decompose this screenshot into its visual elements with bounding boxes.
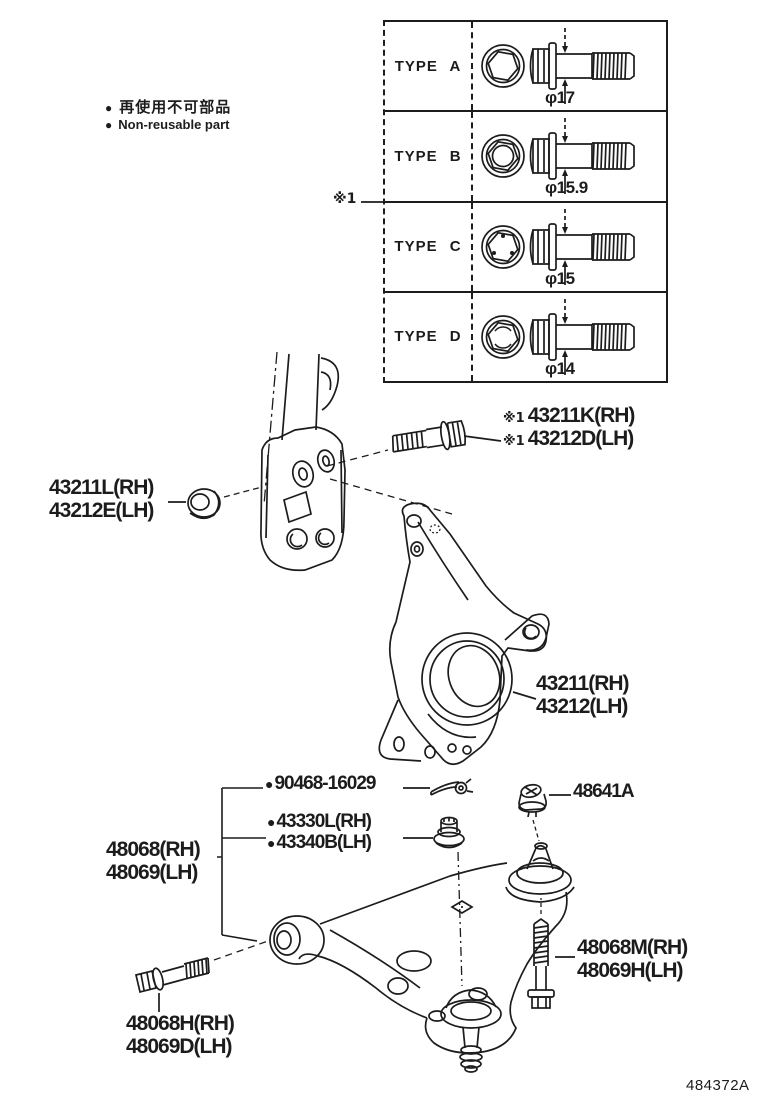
strut-bolt-drawing xyxy=(326,419,502,515)
type-table-row-d: TYPE D φ14 xyxy=(385,292,666,381)
type-b-cell: φ15.9 xyxy=(473,112,666,200)
type-table-row-b: TYPE B φ15.9 xyxy=(385,112,666,203)
legend-en-line: ● Non-reusable part xyxy=(105,117,231,132)
part-number: 43330L(RH) xyxy=(276,811,372,832)
part-number: 43212D(LH) xyxy=(527,427,635,451)
non-reusable-bullet-icon: ● xyxy=(267,834,276,851)
lower-control-arm-drawing xyxy=(269,842,575,1073)
cotter-pin-drawing xyxy=(403,778,474,796)
rear-bolt-drawing xyxy=(527,898,575,1009)
part-number: 43212E(LH) xyxy=(49,499,154,523)
callout-arm-rear-bolt: 48068M(RH) 48069H(LH) xyxy=(577,936,688,983)
bolt-type-c-icon xyxy=(481,207,635,286)
strut-fork-drawing xyxy=(260,351,346,572)
bolt-type-table: TYPE A φ17 TYPE B φ15.9 TYPE C φ15 TYPE … xyxy=(383,20,668,383)
bolt-b-diameter: φ15.9 xyxy=(545,178,588,198)
part-number: 43211(RH) xyxy=(536,672,630,695)
part-number: 48069(LH) xyxy=(106,861,198,885)
type-b-label: TYPE B xyxy=(385,112,473,201)
type-c-cell: φ15 xyxy=(473,203,666,291)
drawing-number: 484372A xyxy=(686,1077,750,1094)
type-table-row-c: TYPE C φ15 xyxy=(385,202,666,293)
castle-nut-drawing xyxy=(403,816,465,987)
non-reusable-bullet-icon: ● xyxy=(105,118,113,132)
table-ref-mark: ※1 xyxy=(333,191,357,207)
legend-jp-text: 再使用不可部品 xyxy=(119,99,232,116)
non-reusable-legend: ● 再使用不可部品 ● Non-reusable part xyxy=(105,96,231,132)
bolt-type-b-icon xyxy=(481,117,635,196)
type-a-label: TYPE A xyxy=(385,22,473,111)
non-reusable-bullet-icon: ● xyxy=(105,101,114,115)
part-number: 90468-16029 xyxy=(274,773,376,794)
legend-en-text: Non-reusable part xyxy=(118,117,230,132)
type-d-cell: φ14 xyxy=(473,293,666,381)
part-number: 43211K(RH) xyxy=(527,404,636,427)
front-bolt-drawing xyxy=(134,940,269,1012)
callout-cotter-pin: ●90468-16029 xyxy=(265,773,376,795)
knuckle-nut-drawing xyxy=(168,486,263,520)
lower-arm-callout-bracket xyxy=(217,787,266,942)
callout-lower-control-arm: 48068(RH) 48069(LH) xyxy=(106,838,201,885)
part-number: 43212(LH) xyxy=(536,695,628,719)
camber-bolt-drawing xyxy=(518,783,571,842)
type-a-cell: φ17 xyxy=(473,22,666,110)
type-d-label: TYPE D xyxy=(385,292,473,381)
callout-arm-front-bolt: 48068H(RH) 48069D(LH) xyxy=(126,1012,235,1059)
non-reusable-bullet-icon: ● xyxy=(265,776,274,792)
part-number: 48068H(RH) xyxy=(126,1012,235,1035)
type-c-label: TYPE C xyxy=(385,202,473,291)
callout-camber-bolt: 48641A xyxy=(573,781,635,803)
callout-knuckle-nut: 43211L(RH) 43212E(LH) xyxy=(49,476,154,523)
callout-steering-knuckle: 43211(RH) 43212(LH) xyxy=(536,672,630,719)
type-table-row-a: TYPE A φ17 xyxy=(385,22,666,113)
steering-knuckle-drawing xyxy=(378,502,550,766)
non-reusable-bullet-icon: ● xyxy=(267,814,276,830)
ref-mark: ※1 xyxy=(503,434,525,450)
ref-mark: ※1 xyxy=(503,411,525,426)
bolt-type-d-icon xyxy=(481,297,635,376)
part-number: 43211L(RH) xyxy=(49,476,154,499)
part-number: 48068M(RH) xyxy=(577,936,688,959)
part-number: 48068(RH) xyxy=(106,838,201,861)
part-number: 43340B(LH) xyxy=(276,831,372,853)
part-number: 48069D(LH) xyxy=(126,1035,233,1059)
bolt-a-diameter: φ17 xyxy=(545,88,575,107)
part-number: 48641A xyxy=(573,781,635,802)
bolt-c-diameter: φ15 xyxy=(545,268,575,288)
part-number: 48069H(LH) xyxy=(577,959,684,983)
legend-jp-line: ● 再使用不可部品 xyxy=(105,96,231,117)
bolt-d-diameter: φ14 xyxy=(545,358,575,378)
callout-ball-joint-nut: ●43330L(RH) ●43340B(LH) xyxy=(267,811,372,854)
